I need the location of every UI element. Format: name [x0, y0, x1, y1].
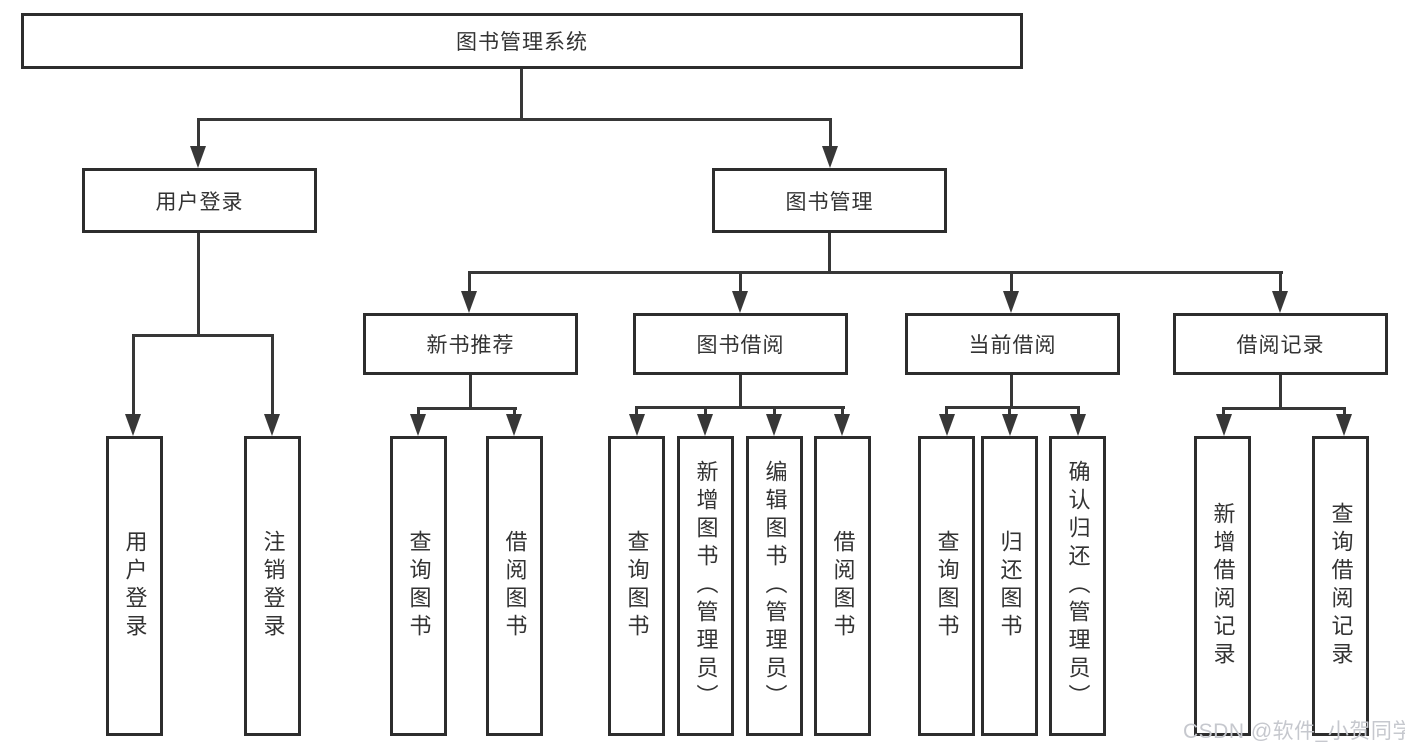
connector-line [1343, 407, 1346, 419]
node-user-login: 用户登录 [82, 168, 317, 233]
connector-line [417, 407, 517, 410]
leaf-borrow-books-recommend: 借阅图书 [486, 436, 543, 736]
leaf-edit-books-admin: 编辑图书（管理员） [746, 436, 803, 736]
connector-line [739, 271, 742, 293]
connector-line [468, 271, 471, 293]
connector-line [704, 406, 707, 418]
arrow-down-icon [1002, 414, 1018, 436]
node-library-system: 图书管理系统 [21, 13, 1023, 69]
leaf-user-login: 用户登录 [106, 436, 163, 736]
connector-line [1010, 271, 1013, 293]
arrow-down-icon [264, 414, 280, 436]
arrow-down-icon [697, 414, 713, 436]
leaf-query-books-borrowing: 查询图书 [608, 436, 665, 736]
arrow-down-icon [1272, 291, 1288, 313]
connector-line [469, 375, 472, 410]
arrow-down-icon [766, 414, 782, 436]
arrow-down-icon [822, 146, 838, 168]
leaf-query-books-current: 查询图书 [918, 436, 975, 736]
connector-line [132, 334, 274, 337]
connector-line [945, 406, 948, 418]
node-borrowing-records: 借阅记录 [1173, 313, 1388, 375]
connector-line [773, 406, 776, 418]
connector-line [520, 68, 523, 120]
arrow-down-icon [1003, 291, 1019, 313]
connector-line [197, 118, 832, 121]
arrow-down-icon [190, 146, 206, 168]
node-new-book-recommend: 新书推荐 [363, 313, 578, 375]
connector-line [132, 334, 135, 418]
arrow-down-icon [629, 414, 645, 436]
leaf-borrow-books: 借阅图书 [814, 436, 871, 736]
connector-line [1222, 407, 1346, 410]
connector-line [635, 406, 638, 418]
leaf-add-borrow-record: 新增借阅记录 [1194, 436, 1251, 736]
connector-line [197, 233, 200, 337]
connector-line [1222, 407, 1225, 419]
arrow-down-icon [1070, 414, 1086, 436]
arrow-down-icon [410, 414, 426, 436]
leaf-confirm-return-admin: 确认归还（管理员） [1049, 436, 1106, 736]
arrow-down-icon [1216, 414, 1232, 436]
arrow-down-icon [834, 414, 850, 436]
node-current-borrowing: 当前借阅 [905, 313, 1120, 375]
arrow-down-icon [1336, 414, 1352, 436]
connector-line [197, 118, 200, 150]
connector-line [1010, 375, 1013, 409]
leaf-return-books: 归还图书 [981, 436, 1038, 736]
connector-line [468, 271, 1283, 274]
connector-line [739, 375, 742, 409]
connector-line [841, 406, 844, 418]
node-book-borrowing: 图书借阅 [633, 313, 848, 375]
connector-line [417, 407, 420, 419]
arrow-down-icon [939, 414, 955, 436]
connector-line [829, 118, 832, 150]
arrow-down-icon [506, 414, 522, 436]
node-book-management: 图书管理 [712, 168, 947, 233]
connector-line [1279, 375, 1282, 410]
leaf-add-books-admin: 新增图书（管理员） [677, 436, 734, 736]
arrow-down-icon [732, 291, 748, 313]
csdn-watermark: CSDN @软件_小贺同学 [1183, 720, 1405, 743]
arrow-down-icon [461, 291, 477, 313]
connector-line [1279, 271, 1282, 293]
connector-line [945, 406, 1080, 409]
connector-line [828, 233, 831, 274]
leaf-query-books-recommend: 查询图书 [390, 436, 447, 736]
connector-line [271, 334, 274, 418]
connector-line [635, 406, 845, 409]
leaf-query-borrow-record: 查询借阅记录 [1312, 436, 1369, 736]
arrow-down-icon [125, 414, 141, 436]
connector-line [513, 407, 516, 419]
connector-line [1077, 406, 1080, 418]
connector-line [1008, 406, 1011, 418]
leaf-logout: 注销登录 [244, 436, 301, 736]
